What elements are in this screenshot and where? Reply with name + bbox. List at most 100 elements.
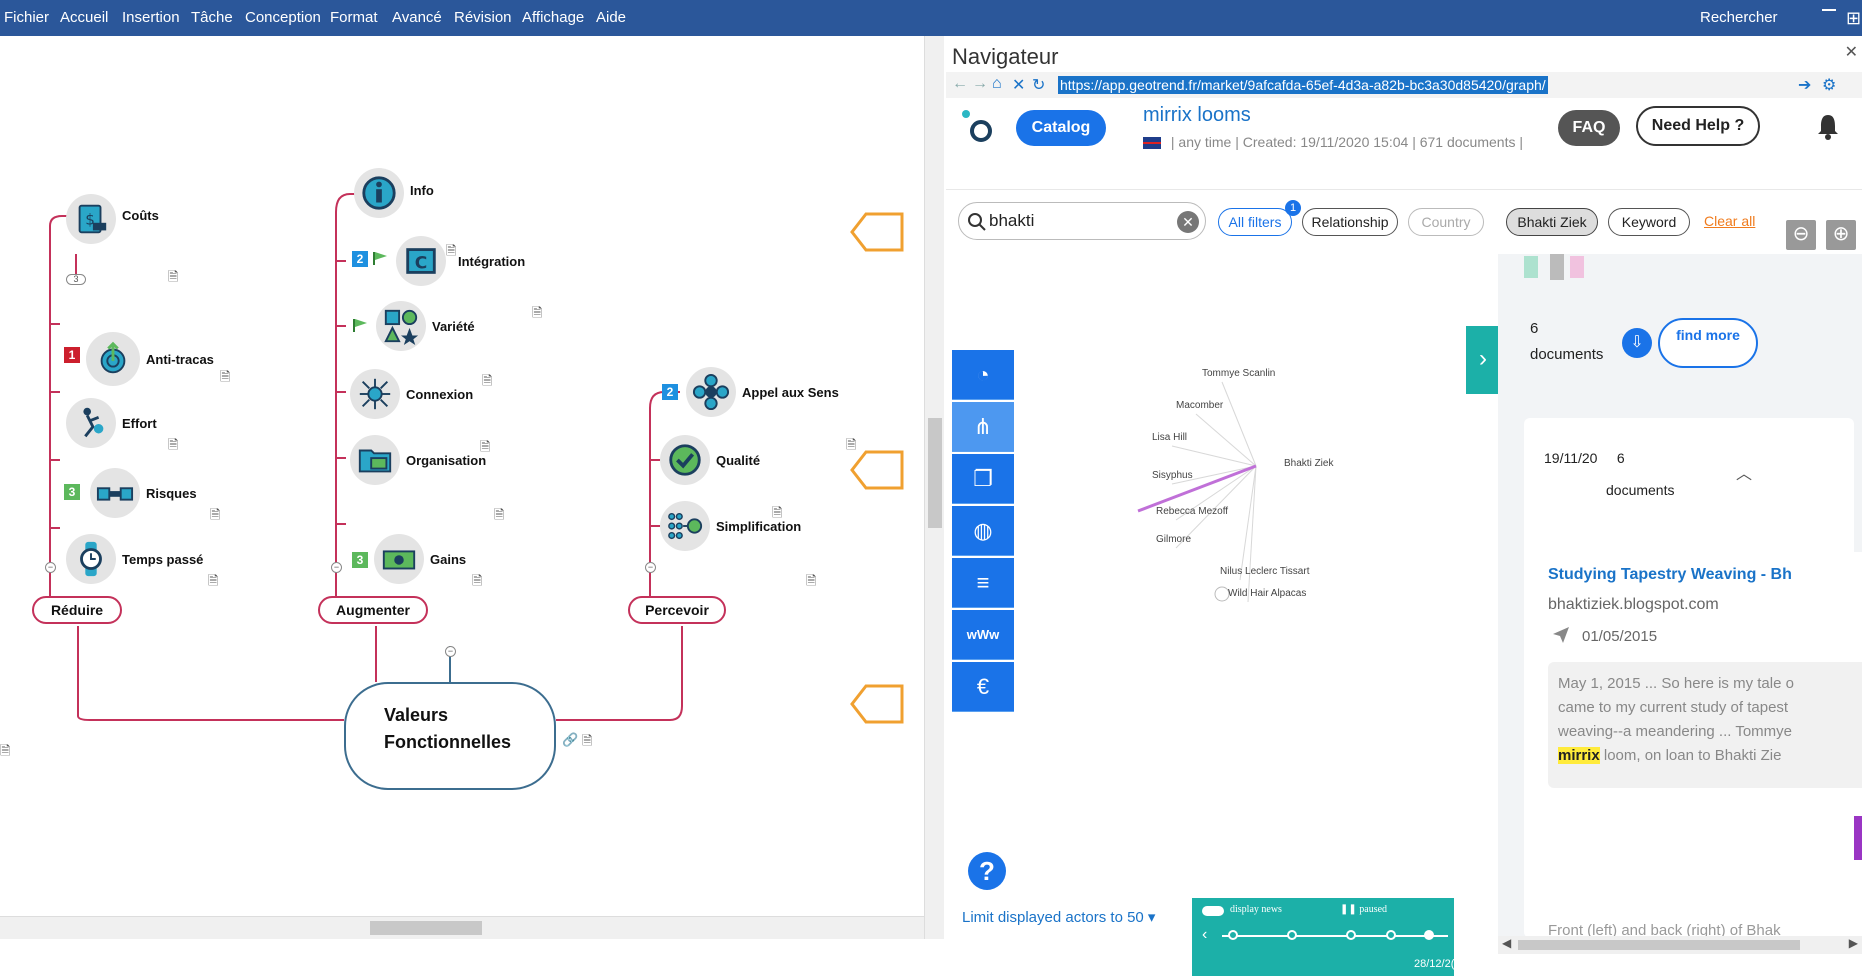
- document-result[interactable]: Studying Tapestry Weaving - Bh bhaktizie…: [1538, 552, 1862, 936]
- menu-insertion[interactable]: Insertion: [122, 9, 180, 26]
- callout-tag-icon[interactable]: [850, 684, 904, 724]
- topic-organisation[interactable]: Organisation: [350, 435, 486, 485]
- geotrend-logo-icon[interactable]: [962, 110, 992, 142]
- note-icon[interactable]: 🗎: [494, 507, 505, 522]
- menu-format[interactable]: Format: [330, 9, 378, 26]
- central-topic[interactable]: Valeurs Fonctionnelles: [344, 682, 556, 790]
- clear-all-link[interactable]: Clear all: [1704, 213, 1756, 229]
- timeline-widget[interactable]: display news ❚❚ paused ‹ 28/12/2(: [1192, 898, 1454, 976]
- menu-affichage[interactable]: Affichage: [522, 9, 585, 26]
- limit-actors-link[interactable]: Limit displayed actors to 50 ▾: [962, 909, 1156, 926]
- display-news-toggle[interactable]: [1202, 906, 1224, 916]
- zoom-out-icon[interactable]: ⊖: [1786, 220, 1816, 250]
- scroll-left-icon[interactable]: ◀: [1502, 936, 1512, 950]
- mindmap-horizontal-scrollbar[interactable]: [0, 916, 924, 939]
- note-icon[interactable]: 🗎: [846, 437, 857, 452]
- home-icon[interactable]: ⌂: [992, 75, 1002, 92]
- collapse-reduire[interactable]: −: [45, 562, 56, 573]
- graph-network-icon[interactable]: ⋔: [952, 402, 1014, 452]
- note-icon[interactable]: 🗎: [532, 305, 543, 320]
- documents-icon[interactable]: ❐: [952, 454, 1014, 504]
- note-icon[interactable]: 🗎: [446, 243, 457, 258]
- collapse-percevoir[interactable]: −: [645, 562, 656, 573]
- dashboard-gauge-icon[interactable]: ◔: [952, 350, 1014, 400]
- topic-couts[interactable]: $ Coûts: [66, 194, 159, 244]
- back-icon[interactable]: ←: [952, 75, 968, 92]
- project-title[interactable]: mirrix looms: [1143, 104, 1251, 126]
- chevron-up-icon[interactable]: ︿: [1736, 466, 1753, 483]
- chevron-right-icon[interactable]: ›: [1466, 326, 1500, 394]
- globe-icon[interactable]: ◍: [952, 506, 1014, 556]
- country-chip[interactable]: Country: [1408, 208, 1484, 236]
- mindmap-vertical-scrollbar[interactable]: [924, 36, 944, 939]
- need-help-button[interactable]: Need Help ?: [1636, 106, 1760, 146]
- forward-icon[interactable]: →: [972, 75, 988, 92]
- graph-node-label[interactable]: Gilmore: [1156, 534, 1192, 545]
- menu-aide[interactable]: Aide: [596, 9, 627, 26]
- graph-node-label[interactable]: Sisyphus: [1152, 470, 1193, 481]
- relationship-chip[interactable]: Relationship: [1302, 208, 1398, 236]
- search-input[interactable]: bhakti ✕: [958, 202, 1206, 240]
- url-field[interactable]: https://app.geotrend.fr/market/9afcafda-…: [1058, 76, 1548, 94]
- callout-tag-icon[interactable]: [850, 212, 904, 252]
- result-title-link[interactable]: Studying Tapestry Weaving - Bh: [1548, 566, 1792, 583]
- purple-side-tab[interactable]: [1854, 816, 1862, 860]
- graph-node-label[interactable]: Macomber: [1176, 400, 1224, 411]
- cloud-download-icon[interactable]: ⇩: [1622, 328, 1652, 358]
- timeline-prev-icon[interactable]: ‹: [1202, 926, 1208, 943]
- topic-temps-passe[interactable]: Temps passé: [66, 534, 203, 584]
- go-icon[interactable]: ➔: [1798, 77, 1812, 94]
- note-icon[interactable]: 🗎: [220, 369, 231, 384]
- note-icon[interactable]: 🗎: [0, 743, 11, 758]
- minimize-icon[interactable]: [1822, 9, 1836, 11]
- note-icon[interactable]: 🗎: [772, 505, 783, 520]
- note-icon[interactable]: 🗎: [582, 733, 593, 748]
- branch-reduire[interactable]: Réduire: [32, 596, 122, 624]
- note-icon[interactable]: 🗎: [168, 437, 179, 452]
- note-icon[interactable]: 🗎: [168, 269, 179, 284]
- scroll-thumb[interactable]: [1518, 940, 1800, 950]
- topic-effort[interactable]: Effort: [66, 398, 157, 448]
- refresh-icon[interactable]: ↻: [1032, 77, 1046, 94]
- topic-simplification[interactable]: Simplification: [660, 501, 801, 551]
- find-more-button[interactable]: find more: [1658, 318, 1758, 368]
- collapsed-count-badge[interactable]: 3: [66, 274, 86, 285]
- menu-tache[interactable]: Tâche: [191, 9, 233, 26]
- note-icon[interactable]: 🗎: [480, 439, 491, 454]
- topic-integration[interactable]: C Intégration: [396, 236, 525, 286]
- web-www-icon[interactable]: wWw: [952, 610, 1014, 660]
- timeline-bars-icon[interactable]: ≡: [952, 558, 1014, 608]
- graph-node-label[interactable]: Tommye Scanlin: [1202, 368, 1276, 379]
- menu-accueil[interactable]: Accueil: [60, 9, 109, 26]
- mindmap-canvas[interactable]: − − − − 3 $ Coûts 🗎 1 Anti-tracas 🗎 Effo…: [0, 36, 924, 939]
- scroll-thumb[interactable]: [370, 921, 482, 935]
- callout-tag-icon[interactable]: [850, 450, 904, 490]
- stop-icon[interactable]: ✕: [1012, 77, 1026, 94]
- graph-node-circle[interactable]: [1214, 586, 1230, 602]
- ribbon-grid-icon[interactable]: ⊞: [1846, 8, 1862, 28]
- menu-fichier[interactable]: Fichier: [4, 9, 50, 26]
- note-icon[interactable]: 🗎: [806, 573, 817, 588]
- link-icon[interactable]: 🔗: [562, 732, 579, 747]
- scroll-right-icon[interactable]: ▶: [1848, 936, 1858, 950]
- catalog-button[interactable]: Catalog: [1016, 110, 1106, 146]
- note-icon[interactable]: 🗎: [472, 573, 483, 588]
- graph-node-label[interactable]: Lisa Hill: [1152, 432, 1188, 443]
- topic-qualite[interactable]: Qualité: [660, 435, 760, 485]
- active-filter-chip[interactable]: Bhakti Ziek: [1506, 208, 1598, 236]
- keyword-chip[interactable]: Keyword: [1608, 208, 1690, 236]
- menu-avance[interactable]: Avancé: [392, 9, 442, 26]
- settings-icon[interactable]: ⚙: [1822, 77, 1837, 94]
- topic-info[interactable]: Info: [354, 168, 434, 218]
- topic-variete[interactable]: Variété: [376, 301, 475, 351]
- topic-appel-aux-sens[interactable]: Appel aux Sens: [686, 367, 839, 417]
- branch-percevoir[interactable]: Percevoir: [628, 596, 726, 624]
- collapse-central[interactable]: −: [445, 646, 456, 657]
- note-icon[interactable]: 🗎: [210, 507, 221, 522]
- relationship-graph[interactable]: [1126, 366, 1366, 706]
- graph-node-label[interactable]: Nilus Leclerc Tissart: [1220, 566, 1310, 577]
- menu-revision[interactable]: Révision: [454, 9, 512, 26]
- topic-anti-tracas[interactable]: Anti-tracas: [86, 332, 214, 386]
- help-icon[interactable]: ?: [968, 852, 1006, 890]
- note-icon[interactable]: 🗎: [208, 573, 219, 588]
